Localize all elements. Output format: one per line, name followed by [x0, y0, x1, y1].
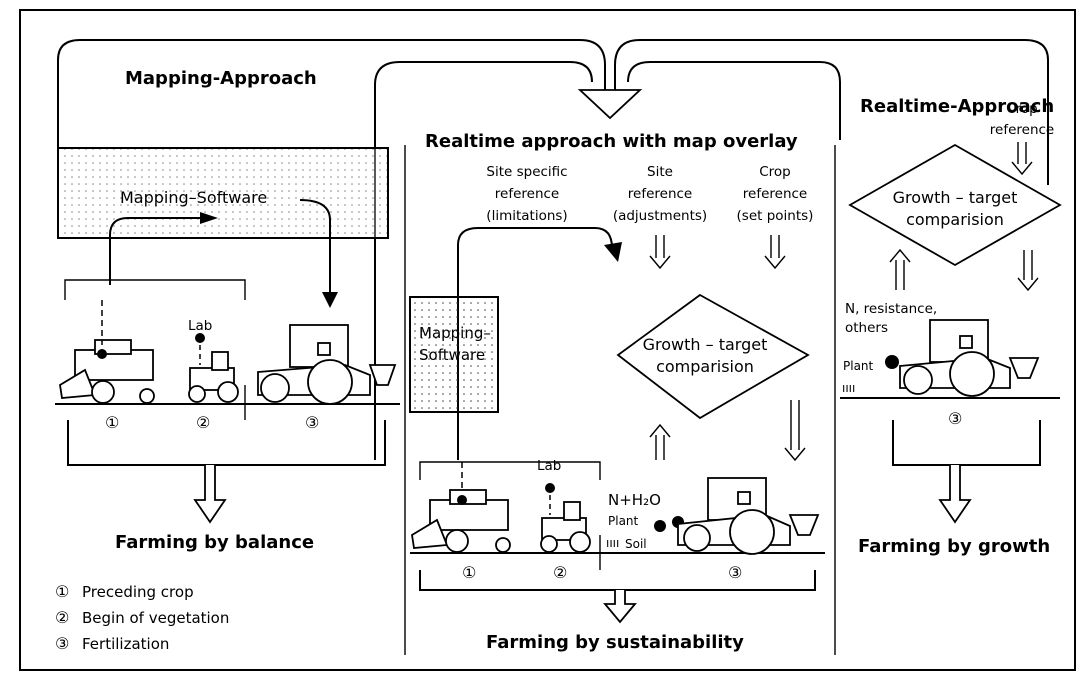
realtime-crop-down-arrow — [1011, 142, 1033, 176]
site-down-arrow — [649, 235, 671, 270]
overlay-growth-label-1: Growth – target — [643, 335, 768, 354]
mapping-step-2: ② — [196, 413, 210, 432]
top-loop-right — [614, 39, 1049, 185]
realtime-lower-bracket — [892, 420, 1041, 466]
legend-label-2: Begin of vegetation — [82, 609, 229, 627]
overlay-combine-icon — [411, 462, 511, 553]
overlay-lower-bracket — [419, 570, 816, 591]
overlay-fertilizer-tractor-icon — [654, 477, 820, 555]
overlay-step-3: ③ — [728, 563, 742, 582]
mapping-flow-in — [109, 217, 200, 285]
realtime-crop-ref-2: reference — [990, 122, 1054, 138]
legend: ① Preceding crop ② Begin of vegetation ③… — [55, 582, 229, 653]
overlay-plant-row-icon: ıııı — [606, 536, 619, 550]
overlay-plant-label: Plant — [608, 514, 639, 528]
overlay-title: Realtime approach with map overlay — [425, 131, 798, 152]
overlay-loop-right — [627, 61, 841, 140]
mapping-title: Mapping-Approach — [125, 68, 317, 89]
realtime-growth-label-2: comparision — [906, 210, 1004, 229]
mapping-step-3: ③ — [305, 413, 319, 432]
realtime-sensor-label-2: others — [845, 320, 888, 336]
realtime-down-arrow — [1017, 250, 1039, 292]
legend-marker-2: ② — [55, 608, 69, 627]
overlay-ref-site-specific-3: (limitations) — [486, 208, 567, 224]
overlay-ref-crop-3: (set points) — [737, 208, 814, 224]
overlay-ref-crop-1: Crop — [759, 164, 791, 180]
overlay-software-label-2: Software — [419, 346, 485, 364]
overlay-growth-diamond — [616, 293, 810, 420]
realtime-growth-diamond — [848, 143, 1062, 267]
overlay-soil-label: Soil — [625, 537, 647, 551]
realtime-crop-ref-1: Crop — [1006, 101, 1038, 117]
overlay-software-flow — [457, 227, 613, 460]
mapping-flow-down-arrowhead — [322, 292, 338, 308]
mapping-lower-bracket — [67, 420, 386, 466]
overlay-ref-crop-2: reference — [743, 186, 807, 202]
realtime-step: ③ — [948, 409, 962, 428]
legend-marker-1: ① — [55, 582, 69, 601]
legend-label-3: Fertilization — [82, 635, 169, 653]
overlay-ref-site-2: reference — [628, 186, 692, 202]
merge-arrow — [577, 89, 643, 120]
overlay-ref-site-specific-2: reference — [495, 186, 559, 202]
overlay-step-1: ① — [462, 563, 476, 582]
mapping-result-arrow — [193, 465, 227, 524]
fertilizer-tractor-icon — [257, 324, 397, 405]
overlay-ref-site-3: (adjustments) — [613, 208, 707, 224]
diagram-frame — [19, 9, 1076, 671]
mapping-lab-label: Lab — [188, 318, 212, 334]
top-loop-left — [57, 39, 606, 148]
realtime-result-arrow — [938, 465, 972, 524]
realtime-fertilizer-tractor-icon — [885, 319, 1040, 397]
legend-label-1: Preceding crop — [82, 583, 194, 601]
realtime-plant-row-icon: ıııı — [842, 381, 855, 395]
overlay-sampling-tractor-icon — [540, 483, 591, 553]
overlay-loop-left — [374, 61, 593, 460]
mapping-upper-bracket — [64, 279, 246, 300]
overlay-ref-site-specific-1: Site specific — [486, 164, 567, 180]
overlay-n-h2o-label: N+H₂O — [608, 491, 661, 509]
overlay-step-2: ② — [553, 563, 567, 582]
overlay-upper-bracket — [419, 461, 601, 480]
realtime-plant-label: Plant — [843, 359, 874, 373]
realtime-up-arrow — [889, 248, 911, 290]
overlay-result-arrow — [603, 590, 637, 624]
realtime-title: Realtime-Approach — [860, 96, 1054, 117]
overlay-down-arrow — [784, 400, 806, 462]
crop-down-arrow — [764, 235, 786, 270]
mapping-result: Farming by balance — [115, 532, 314, 553]
mapping-flow-down — [299, 199, 331, 300]
mapping-software-label: Mapping–Software — [120, 188, 267, 207]
mapping-step-1: ① — [105, 413, 119, 432]
overlay-software-flow-head — [604, 242, 622, 262]
overlay-software-box — [409, 296, 499, 413]
realtime-growth-label-1: Growth – target — [893, 188, 1018, 207]
overlay-ref-site-1: Site — [647, 164, 673, 180]
overlay-lab-label: Lab — [537, 458, 561, 474]
combine-harvester-icon — [59, 300, 155, 404]
overlay-result: Farming by sustainability — [486, 632, 744, 653]
mapping-flow-arrowhead — [200, 212, 218, 224]
overlay-up-arrow — [649, 423, 671, 460]
realtime-result: Farming by growth — [858, 536, 1050, 557]
overlay-software-label-1: Mapping– — [419, 324, 491, 342]
overlay-growth-label-2: comparision — [656, 357, 754, 376]
realtime-sensor-label-1: N, resistance, — [845, 301, 937, 317]
sampling-tractor-icon — [188, 333, 239, 403]
legend-marker-3: ③ — [55, 634, 69, 653]
